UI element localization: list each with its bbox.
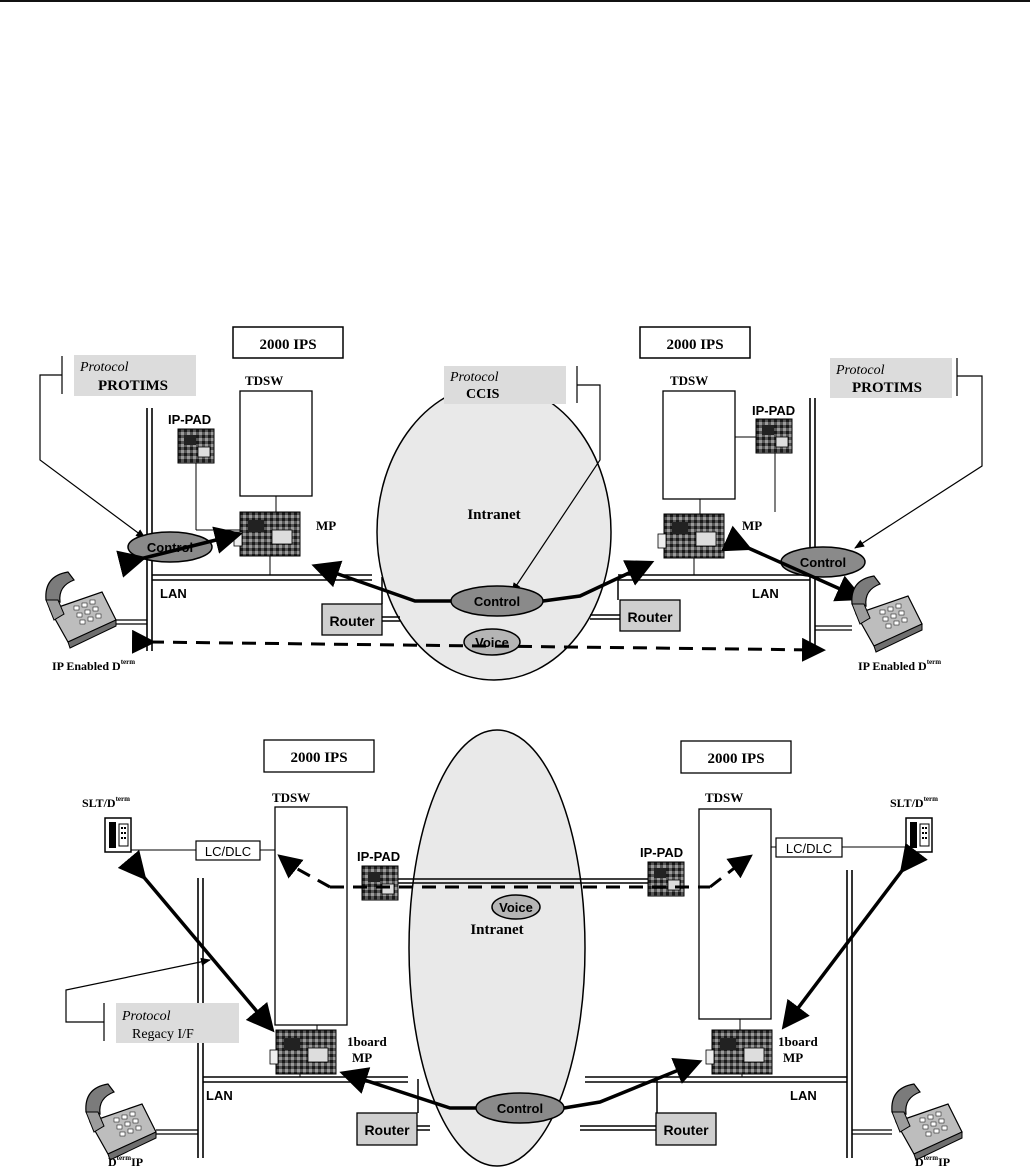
protocol-name-right-top: PROTIMS [852, 380, 922, 396]
router-left-bottom [356, 1112, 418, 1146]
system-label-left-top: 2000 IPS [259, 337, 316, 353]
protocol-name-center-top: CCIS [466, 387, 500, 402]
lan-label-left-bottom: LAN [206, 1088, 233, 1103]
protocol-caption-center-top: Protocol [449, 370, 499, 385]
mp-board-right-bottom [705, 1029, 773, 1075]
voice-ellipse-bottom [491, 894, 541, 920]
system-box-left-top [232, 326, 344, 359]
protocol-caption-right-top: Protocol [835, 363, 885, 378]
mp-board-right-top [657, 513, 725, 559]
intranet-cloud-bottom [408, 729, 586, 1167]
tdsw-label-left-bottom: TDSW [272, 790, 310, 805]
router-right-bottom [655, 1112, 717, 1146]
tdsw-box-right-bottom [698, 808, 772, 1020]
voice-label-bottom: Voice [499, 900, 533, 915]
mp-label-left-bottom: 1board [347, 1034, 388, 1049]
lan-label-left-top: LAN [160, 586, 187, 601]
router-label-right-top: Router [627, 609, 673, 625]
system-box-left-bottom [263, 739, 375, 773]
lcdlc-label-right: LC/DLC [786, 841, 832, 856]
protocol-name-left-top: PROTIMS [98, 378, 168, 394]
tdsw-box-left-bottom [274, 806, 348, 1026]
ippad-label-left-top: IP-PAD [168, 412, 211, 427]
mp-label-right-bottom-line2: MP [783, 1050, 803, 1065]
system-label-right-bottom: 2000 IPS [707, 751, 764, 767]
protocol-box-right-top [830, 358, 952, 398]
terminal-label-left-bottom: DtermIP [108, 1154, 143, 1168]
bottom-panel: Intranet 2000 IPS 2000 IPS TDSW TDSW SLT… [38, 729, 994, 1168]
mp-board-left-top [233, 511, 301, 557]
ippad-board-left-top [177, 428, 215, 464]
slt-phone-icon-right [905, 817, 933, 853]
top-panel: Intranet 2000 IPS 2000 IPS Protocol PROT… [38, 323, 994, 681]
protocol-box-left-top [74, 355, 196, 396]
ippad-label-right-top: IP-PAD [752, 403, 795, 418]
terminal-label-left-top: IP Enabled Dterm [52, 658, 135, 673]
tdsw-box-right-top [662, 390, 736, 500]
system-label-left-bottom: 2000 IPS [290, 750, 347, 766]
protocol-caption-left-top: Protocol [79, 360, 129, 375]
lcdlc-label-left: LC/DLC [205, 844, 251, 859]
terminal-label-right-top: IP Enabled Dterm [858, 658, 941, 673]
ippad-board-right-bottom [647, 861, 685, 897]
mp-label-right-bottom: 1board [778, 1034, 819, 1049]
mp-label-left-bottom-line2: MP [352, 1050, 372, 1065]
voice-path-bottom [277, 854, 753, 889]
control-label-bottom: Control [497, 1101, 543, 1116]
lan-label-right-bottom: LAN [790, 1088, 817, 1103]
tdsw-label-right-bottom: TDSW [705, 790, 743, 805]
control-label-center-top: Control [474, 594, 520, 609]
mp-label-right-top: MP [742, 518, 762, 533]
mp-board-left-bottom [269, 1029, 337, 1075]
voice-path-top [131, 629, 826, 662]
protocol-caption-bottom: Protocol [121, 1009, 171, 1024]
router-label-left-top: Router [329, 613, 375, 629]
protocol-name-bottom: Regacy I/F [132, 1027, 194, 1042]
system-box-right-top [639, 326, 751, 359]
tdsw-label-left-top: TDSW [245, 373, 283, 388]
ippad-label-left-bottom: IP-PAD [357, 849, 400, 864]
terminal-label-right-bottom: DtermIP [915, 1154, 950, 1168]
intranet-label-bottom: Intranet [470, 922, 523, 938]
slt-label-left: SLT/Dterm [82, 795, 130, 810]
ippad-board-right-top [755, 418, 793, 454]
system-box-right-bottom [680, 740, 792, 774]
system-label-right-top: 2000 IPS [666, 337, 723, 353]
tdsw-label-right-top: TDSW [670, 373, 708, 388]
mp-label-left-top: MP [316, 518, 336, 533]
protocol-box-center-top [444, 366, 566, 404]
router-label-left-bottom: Router [364, 1122, 410, 1138]
slt-phone-icon-left [104, 817, 132, 853]
tdsw-box-left-top [239, 390, 313, 497]
router-label-right-bottom: Router [663, 1122, 709, 1138]
router-right-top [619, 599, 681, 632]
ippad-label-right-bottom: IP-PAD [640, 845, 683, 860]
control-label-right-top: Control [800, 555, 846, 570]
ippad-board-left-bottom [361, 865, 399, 901]
lan-label-right-top: LAN [752, 586, 779, 601]
intranet-label-top: Intranet [467, 507, 520, 523]
voice-label-top: Voice [475, 635, 509, 650]
top-rule [0, 0, 1030, 2]
slt-label-right: SLT/Dterm [890, 795, 938, 810]
